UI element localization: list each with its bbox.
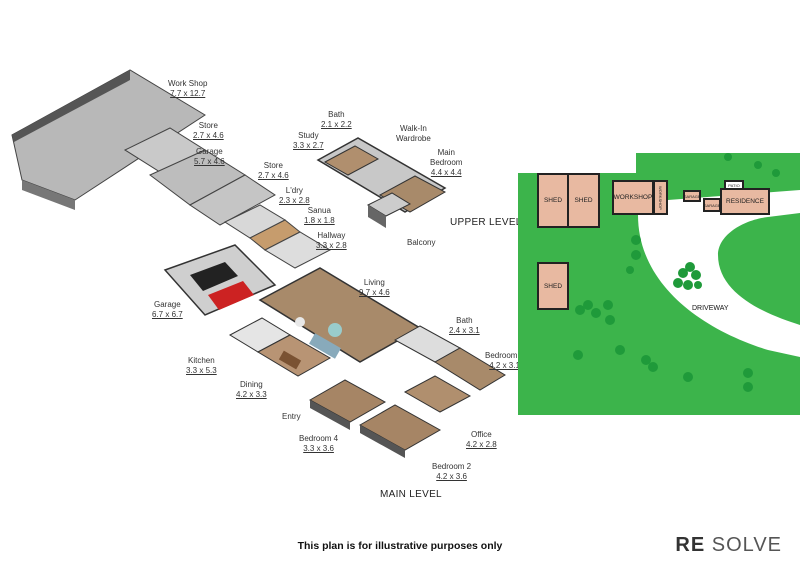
room-name: Balcony <box>407 238 436 247</box>
brand-solve: SOLVE <box>711 534 782 556</box>
label-kitchen: Kitchen 3.3 x 5.3 <box>186 356 217 376</box>
label-sauna: Sanua 1.8 x 1.8 <box>304 206 335 226</box>
label-office: Office 4.2 x 2.8 <box>466 430 497 450</box>
room-name: Work Shop <box>168 79 208 88</box>
site-garage-small: GARAGE <box>683 190 701 202</box>
site-driveway-label: DRIVEWAY <box>692 305 729 312</box>
room-dim: 4.2 x 3.6 <box>436 472 467 481</box>
room-name: Bedroom 2 <box>432 462 472 471</box>
room-name: Kitchen <box>188 356 215 365</box>
room-name: Bedroom 3 <box>485 351 525 360</box>
car-black <box>190 262 238 291</box>
room-name: Walk-In <box>400 124 427 133</box>
room-dim: 1.8 x 1.8 <box>304 216 335 225</box>
room-dim: 4.2 x 3.1 <box>489 361 520 370</box>
room-dim: 2.4 x 3.1 <box>449 326 480 335</box>
room-dim: 4.2 x 2.8 <box>466 440 497 449</box>
room-name: Garage <box>196 147 223 156</box>
room-name: Dining <box>240 380 263 389</box>
site-shed-1: SHED <box>537 173 569 228</box>
room-dim: 2.7 x 4.6 <box>193 131 224 140</box>
room-name: Garage <box>154 300 181 309</box>
disclaimer-text: This plan is for illustrative purposes o… <box>297 540 503 552</box>
room-dim: 3.3 x 3.6 <box>303 444 334 453</box>
room-name: Bath <box>456 316 473 325</box>
label-bedroom-4: Bedroom 4 3.3 x 3.6 <box>299 434 338 454</box>
room-name: Sanua <box>307 206 331 215</box>
site-shed-3: SHED <box>537 262 569 310</box>
dining-floor <box>256 334 332 377</box>
hallway-floor <box>263 231 332 269</box>
brand-re: RE <box>675 534 706 556</box>
room-name: Living <box>363 278 385 287</box>
bedroom2-floor <box>358 404 442 451</box>
room-name: Bedroom 4 <box>299 434 339 443</box>
room-dim: 3.3 x 5.3 <box>186 366 217 375</box>
room-name: Main <box>437 148 455 157</box>
room-dim: 3.3 x 2.8 <box>316 241 347 250</box>
label-garage-upper: Garage 5.7 x 4.6 <box>194 147 225 167</box>
label-laundry: L'dry 2.3 x 2.8 <box>279 186 310 206</box>
car-red <box>208 281 254 310</box>
label-bath: Bath 2.4 x 3.1 <box>449 316 480 336</box>
site-garage-small-2: GARAGE <box>703 198 721 212</box>
bedroom4-floor <box>308 379 387 423</box>
label-living: Living 9.7 x 4.6 <box>359 278 390 298</box>
room-dim: 3.3 x 2.7 <box>293 141 324 150</box>
site-workshop: WORKSHOP <box>612 180 654 215</box>
label-store-2: Store 2.7 x 4.6 <box>258 161 289 181</box>
site-workshop-2: WORKSHOP <box>653 180 668 215</box>
room-dim: 2.1 x 2.2 <box>321 120 352 129</box>
office-floor <box>403 375 472 413</box>
room-dim: 9.7 x 4.6 <box>359 288 390 297</box>
label-store: Store 2.7 x 4.6 <box>193 121 224 141</box>
site-shed-2: SHED <box>567 173 600 228</box>
brand-logo: RE SOLVE <box>675 534 782 557</box>
room-dim: 7.7 x 12.7 <box>170 89 206 98</box>
store2-floor <box>189 174 276 226</box>
room-name-2: Bedroom <box>430 158 463 167</box>
label-garage: Garage 6.7 x 6.7 <box>152 300 183 320</box>
main-level-caption: MAIN LEVEL <box>380 489 442 500</box>
room-dim: 2.3 x 2.8 <box>279 196 310 205</box>
room-name: Entry <box>282 412 301 421</box>
label-workshop: Work Shop 7.7 x 12.7 <box>168 79 207 99</box>
room-name: Bath <box>328 110 345 119</box>
room-dim: 5.7 x 4.6 <box>194 157 225 166</box>
study-floor <box>323 145 380 176</box>
trees <box>573 153 780 392</box>
room-name: Store <box>198 121 218 130</box>
label-balcony: Balcony <box>407 238 435 248</box>
room-dim: 4.4 x 4.4 <box>430 168 462 177</box>
room-name-2: Wardrobe <box>396 134 431 143</box>
label-entry: Entry <box>282 412 301 422</box>
room-name: Study <box>298 131 319 140</box>
label-main-bedroom: Main Bedroom 4.4 x 4.4 <box>430 148 462 178</box>
room-name: Hallway <box>317 231 346 240</box>
label-walk-in-wardrobe: Walk-In Wardrobe <box>396 124 431 144</box>
label-bedroom-2: Bedroom 2 4.2 x 3.6 <box>432 462 471 482</box>
label-dining: Dining 4.2 x 3.3 <box>236 380 267 400</box>
room-name: L'dry <box>285 186 303 195</box>
room-name: Office <box>470 430 492 439</box>
room-dim: 6.7 x 6.7 <box>152 310 183 319</box>
driveway <box>638 190 800 357</box>
upper-level-caption: UPPER LEVEL <box>450 217 522 228</box>
label-bedroom-3: Bedroom 3 4.2 x 3.1 <box>485 351 524 371</box>
label-hallway: Hallway 3.3 x 2.8 <box>316 231 347 251</box>
site-residence: RESIDENCE <box>720 188 770 215</box>
label-bath-upper: Bath 2.1 x 2.2 <box>321 110 352 130</box>
room-dim: 2.7 x 4.6 <box>258 171 289 180</box>
room-name: Store <box>263 161 283 170</box>
floor-plan-drawing <box>11 69 506 458</box>
label-study: Study 3.3 x 2.7 <box>293 131 324 151</box>
bedroom3-floor <box>434 347 506 391</box>
room-dim: 4.2 x 3.3 <box>236 390 267 399</box>
balcony-floor <box>366 192 412 217</box>
